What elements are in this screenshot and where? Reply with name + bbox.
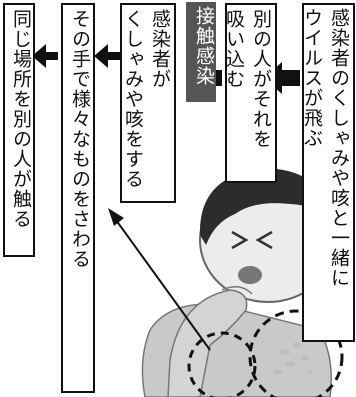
contact-infection-label-text: 接触感染	[193, 6, 215, 86]
infected-cough-text: 感染者が くしゃみや咳をする	[122, 9, 171, 189]
hand-touch-box: その手で様々なものをさわる	[61, 3, 95, 393]
same-place-text: 同じ場所を別の人が触る	[10, 9, 32, 229]
inhale-text: 別の人がそれを 吸い込む	[223, 9, 272, 149]
dashed-circle-icon	[187, 331, 257, 397]
inhale-box: 別の人がそれを 吸い込む	[223, 3, 277, 183]
virus-spread-text: 感染者のくしゃみや咳と一緒に ウイルスが飛ぶ	[301, 8, 350, 288]
dashed-circle-icon	[248, 309, 344, 397]
infected-cough-box: 感染者が くしゃみや咳をする	[120, 3, 176, 203]
contact-infection-label: 接触感染	[186, 2, 216, 102]
virus-spread-box: 感染者のくしゃみや咳と一緒に ウイルスが飛ぶ	[301, 3, 355, 342]
same-place-box: 同じ場所を別の人が触る	[3, 3, 35, 257]
hand-touch-text: その手で様々なものをさわる	[69, 9, 91, 269]
